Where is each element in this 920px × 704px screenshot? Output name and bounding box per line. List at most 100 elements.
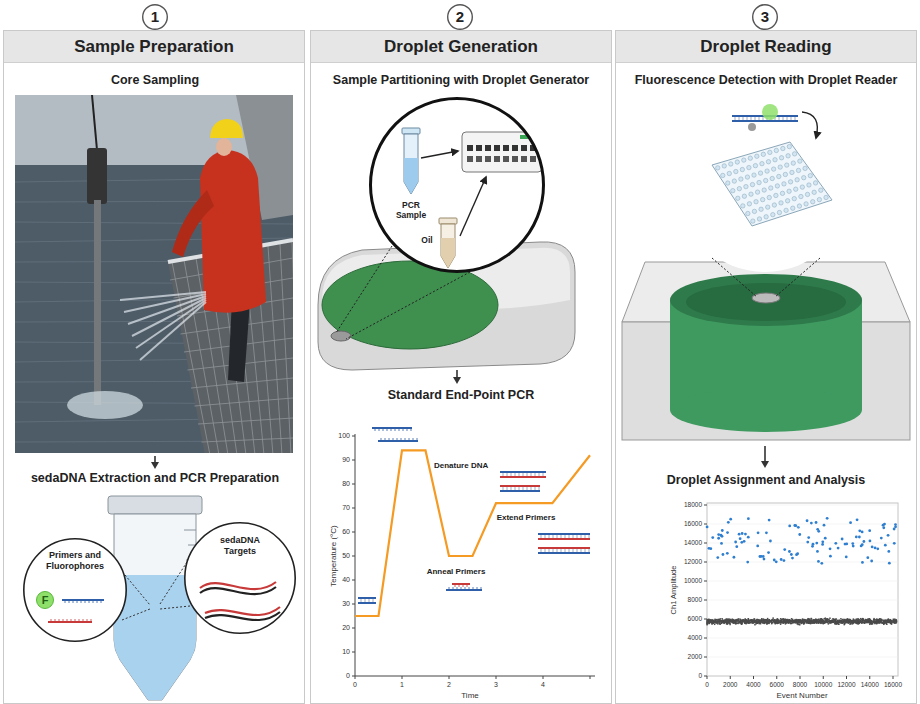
negative-droplet [806,622,808,624]
oil-tube-cap [439,218,457,224]
negative-droplet [760,622,762,624]
negative-droplet [857,620,859,622]
negative-droplet [825,621,827,623]
tick [704,657,707,658]
step-subheading: Core Sampling [111,73,199,88]
negative-droplet [762,621,764,623]
dna-template-base [457,587,458,590]
negative-droplet [795,622,797,624]
dna-template-base [473,587,474,590]
negative-droplet [820,620,822,622]
negative-droplet [886,621,888,623]
negative-droplet [715,619,717,621]
zoom-circle: Primers and FluorophoresF [23,538,127,642]
plate-well [782,182,786,186]
plate-well [787,144,791,148]
zoom-circle-outline [369,97,545,273]
negative-droplet [797,624,799,626]
cartridge-well [476,145,482,151]
dna-extension-rung [515,473,516,476]
gridline [707,657,898,658]
negative-droplet [818,619,820,621]
negative-droplet [772,617,774,619]
negative-droplet [751,620,753,622]
negative-droplet [761,621,763,623]
negative-droplet [842,619,844,621]
negative-droplet [750,620,752,622]
negative-droplet [862,620,864,622]
panel-heading: Droplet Generation [311,31,611,62]
negative-droplet [728,620,730,622]
negative-droplet [730,620,732,622]
plate-well [750,182,754,186]
dna-single-strand-base [393,438,394,441]
winch-cable [92,95,97,150]
negative-droplet [812,622,814,624]
dna-extension-rung [543,473,544,476]
dna-single-strand-base [405,438,406,441]
negative-droplet [780,622,782,624]
positive-droplet [815,542,818,545]
negative-droplet [843,620,845,622]
negative-droplet [709,619,711,621]
negative-droplet [719,623,721,625]
negative-droplet [894,620,896,622]
tick [704,543,707,544]
negative-droplet [714,621,716,623]
zoom-leader [122,609,150,620]
label-holder: 10 [342,648,350,656]
negative-droplet [888,621,890,623]
gridline [707,638,898,639]
plate-well [780,191,784,195]
negative-droplet [795,621,797,623]
positive-droplet [768,519,771,522]
negative-droplet [851,620,853,622]
negative-droplet [854,620,856,622]
plate-well [753,163,757,167]
negative-droplet [760,620,762,622]
negative-droplet [794,621,796,623]
negative-droplet [782,622,784,624]
plate-well [778,165,782,169]
dna-extension-rung [581,535,582,538]
negative-droplet [759,621,761,623]
negative-droplet [743,620,745,622]
dna-single-strand [372,427,412,429]
negative-droplet [857,619,859,621]
dna-extension-rung [589,535,590,538]
plate-well [755,190,759,194]
plate-well [786,154,790,158]
negative-droplet [775,621,777,623]
negative-droplet [851,622,853,624]
negative-droplet [868,619,870,621]
negative-droplet [808,622,810,624]
fluorophore-symbol-shape [37,592,54,609]
negative-droplet [843,619,845,621]
negative-droplet [814,621,816,623]
plate-well [732,179,736,183]
dna-extension-rung [535,473,536,476]
negative-droplet [859,621,861,623]
negative-droplet [808,622,810,624]
plate-well [771,167,775,171]
negative-droplet [812,622,814,624]
negative-droplet [760,620,762,622]
reader-drum-base [670,388,862,432]
negative-droplet [793,620,795,622]
step-arrowhead [761,461,769,468]
positive-droplet [783,548,786,551]
negative-droplet [847,619,849,621]
panel-heading-holder: Sample Preparation [4,31,304,63]
negative-droplet [820,620,822,622]
negative-droplet [755,623,757,625]
negative-droplet [871,623,873,625]
negative-droplet [736,622,738,624]
positive-droplet [871,546,874,549]
negative-droplet [775,620,777,622]
axis-label: Temperature (°C) [329,525,339,586]
dna-extension-rung [557,535,558,538]
negative-droplet [866,621,868,623]
primer-base [59,619,60,622]
negative-droplet [790,621,792,623]
